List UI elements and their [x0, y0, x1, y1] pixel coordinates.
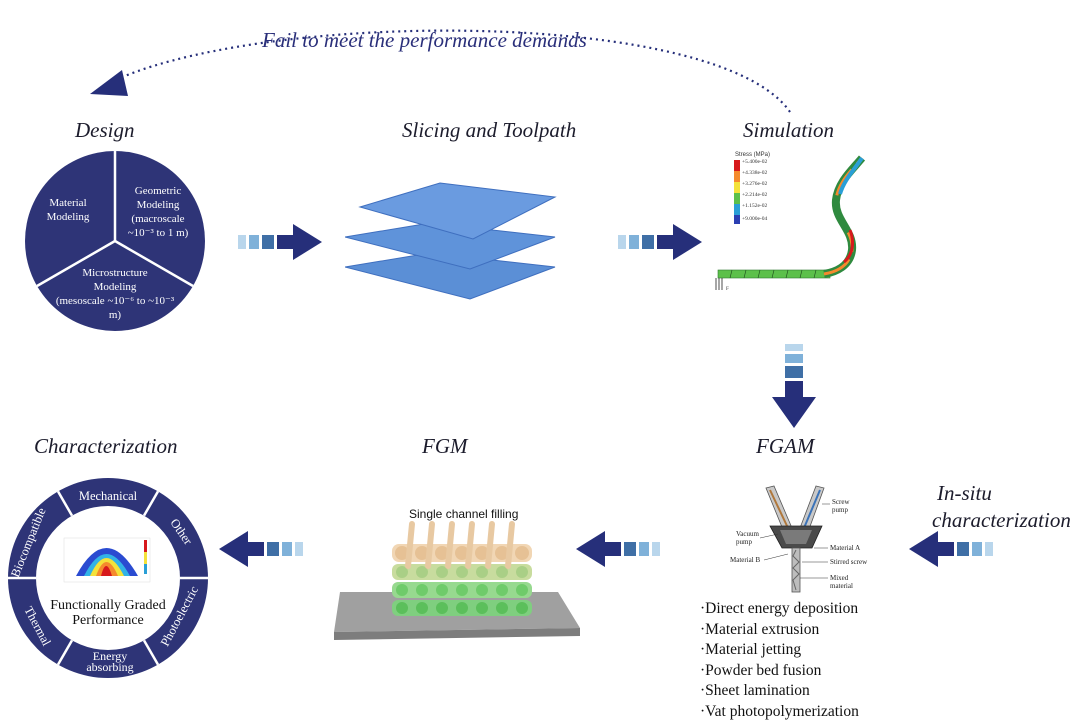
legend-value: +9.000e-04: [742, 216, 767, 222]
arrow-design-to-slicing: [238, 224, 322, 260]
feedback-label: Fail to meet the performance demands: [262, 28, 587, 52]
design-title: Design: [75, 118, 135, 142]
arrow-simulation-to-fgam: [772, 344, 816, 428]
pie-text: ~10⁻³ to 1 m): [128, 227, 189, 239]
layer-middle: [345, 222, 556, 270]
label-mixed-material: Mixed: [830, 574, 849, 582]
stress-legend-title: Stress (MPa): [735, 152, 771, 158]
pie-text: Microstructure: [82, 267, 147, 279]
characterization-ring: Mechanical Other Photoelectric Thermal B…: [8, 478, 208, 678]
label-material-a: Material A: [830, 544, 860, 552]
pie-text: Material: [49, 197, 86, 209]
nozzle-tip: [791, 547, 801, 593]
feedback-arrowhead: [90, 70, 128, 96]
process-item: ·Sheet lamination: [700, 682, 810, 700]
characterization-title: Characterization: [34, 434, 178, 458]
process-item: ·Direct energy deposition: [700, 600, 859, 617]
legend-value: +2.214e-02: [742, 192, 767, 198]
fgm-caption: Single channel filling: [409, 507, 519, 521]
label-mixed-material: material: [830, 582, 853, 590]
label-vacuum-pump: Vacuum: [736, 530, 759, 538]
center-text-line1: Functionally Graded: [50, 598, 165, 613]
process-item: ·Powder bed fusion: [700, 661, 822, 679]
force-label: F: [726, 287, 729, 292]
stress-legend: Stress (MPa): [733, 152, 803, 158]
legend-value: +1.152e-02: [742, 203, 767, 209]
stress-colorbar: [734, 160, 740, 224]
fgm-title: FGM: [422, 434, 468, 458]
arrow-fgam-to-fgm: [576, 531, 660, 567]
slicing-layers: [345, 182, 557, 300]
lattice-layers: [392, 521, 532, 616]
ring-label-mechanical: Mechanical: [79, 489, 138, 503]
fgam-nozzle: Screw pump Vacuum pump Material A Materi…: [730, 485, 868, 593]
pie-text: Modeling: [47, 211, 90, 223]
arrow-insitu-to-fgam: [909, 531, 993, 567]
pie-text: Geometric: [135, 185, 182, 197]
layer-bottom: [345, 252, 556, 300]
center-text-line2: Performance: [72, 613, 144, 628]
legend-value: +5.400e-02: [742, 159, 767, 165]
pie-text: Modeling: [94, 281, 137, 293]
ring-label-energy: Energy absorbing: [82, 649, 138, 674]
fgm-lattice: [334, 521, 580, 640]
heatmap-inset: [63, 537, 151, 583]
fgam-title: FGAM: [756, 434, 815, 458]
pie-text: m): [109, 309, 122, 321]
pie-segment-material: Material Modeling: [47, 197, 90, 223]
deformed-beam: [717, 155, 866, 279]
legend-value: +4.338e-02: [742, 170, 767, 176]
arrow-fgm-to-characterization: [219, 531, 303, 567]
slicing-title: Slicing and Toolpath: [402, 118, 577, 142]
force-arrows: [715, 278, 723, 290]
simulation-title: Simulation: [743, 118, 835, 142]
pie-segment-microstructure: Microstructure Modeling (mesoscale ~10⁻⁶…: [56, 267, 175, 321]
pie-segment-geometric: Geometric Modeling (macroscale ~10⁻³ to …: [128, 185, 189, 239]
process-item: ·Vat photopolymerization: [700, 702, 859, 720]
pie-text: (mesoscale ~10⁻⁶ to ~10⁻³: [56, 295, 175, 307]
label-screw-pump: Screw: [832, 498, 850, 506]
layer-top: [358, 182, 557, 240]
ring-label-energy-text: Energy absorbing: [86, 649, 134, 674]
feedback-arc: [90, 29, 791, 113]
simulation-figure: +5.400e-02 +4.338e-02 +3.276e-02 +2.214e…: [715, 155, 866, 292]
process-item: ·Material jetting: [700, 641, 802, 659]
arrow-slicing-to-simulation: [618, 224, 702, 260]
label-screw-pump: pump: [832, 506, 848, 514]
insitu-title-line2: characterization: [932, 508, 1071, 532]
process-item: ·Material extrusion: [700, 620, 820, 638]
fgam-process-list: ·Direct energy deposition ·Material extr…: [700, 599, 859, 723]
legend-value: +3.276e-02: [742, 181, 767, 187]
insitu-title-line1: In-situ: [937, 481, 992, 505]
label-material-b: Material B: [730, 556, 760, 564]
pie-text: Modeling: [137, 199, 180, 211]
design-pie: Material Modeling Geometric Modeling (ma…: [25, 151, 205, 331]
label-stirred-screw: Stirred screw: [830, 558, 868, 566]
label-vacuum-pump: pump: [736, 538, 752, 546]
pie-text: (macroscale: [131, 213, 184, 225]
